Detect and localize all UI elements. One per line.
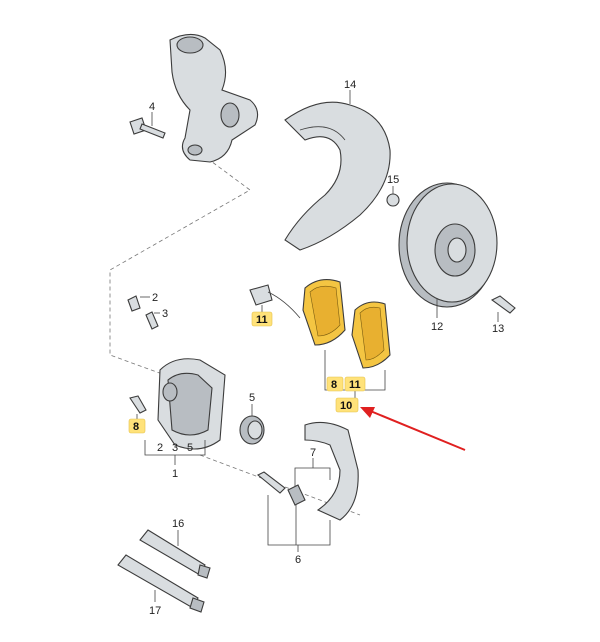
label-1: 1 <box>172 468 178 480</box>
label-10: 10 <box>340 400 352 412</box>
badge-8-pad <box>326 376 344 392</box>
label-12: 12 <box>431 321 443 333</box>
brake-pad-inner <box>351 301 391 369</box>
label-6: 6 <box>295 554 301 566</box>
screw-3 <box>145 311 160 330</box>
label-11-pad: 11 <box>349 379 361 391</box>
steering-knuckle <box>169 33 259 163</box>
bolt-4 <box>129 112 166 139</box>
label-3-caliper: 3 <box>172 442 178 454</box>
label-8-bolt: 8 <box>133 421 139 433</box>
badge-11-pad <box>344 376 366 392</box>
brake-disc-12 <box>398 182 498 318</box>
label-11-sensor: 11 <box>256 314 268 326</box>
screw-13 <box>490 295 516 322</box>
brake-pad-outer <box>302 279 346 346</box>
bolt-8 <box>129 395 147 420</box>
label-17: 17 <box>149 605 161 617</box>
label-13: 13 <box>492 323 504 335</box>
seal-5 <box>239 404 265 445</box>
label-3-top: 3 <box>162 308 168 320</box>
grease-tube-16 <box>139 529 211 579</box>
badge-8-bolt <box>128 418 146 434</box>
badge-11-sensor <box>251 311 273 327</box>
carrier-bracket <box>294 421 359 521</box>
label-2-caliper: 2 <box>157 442 163 454</box>
label-7: 7 <box>310 447 316 459</box>
badge-10 <box>335 397 359 413</box>
callout-arrow <box>360 407 466 451</box>
screw-2 <box>127 295 150 312</box>
guide-pins <box>256 471 331 552</box>
label-16: 16 <box>172 518 184 530</box>
splash-shield-14 <box>284 90 391 251</box>
grease-tube-17 <box>117 554 205 613</box>
label-4: 4 <box>149 101 155 113</box>
wear-sensor-11 <box>249 284 301 319</box>
label-8-pad: 8 <box>331 379 337 391</box>
label-2-top: 2 <box>152 292 158 304</box>
label-14: 14 <box>344 79 356 91</box>
bolt-15 <box>386 186 400 207</box>
label-15: 15 <box>387 174 399 186</box>
label-5-caliper: 5 <box>187 442 193 454</box>
caliper-housing <box>144 358 226 465</box>
label-5: 5 <box>249 392 255 404</box>
